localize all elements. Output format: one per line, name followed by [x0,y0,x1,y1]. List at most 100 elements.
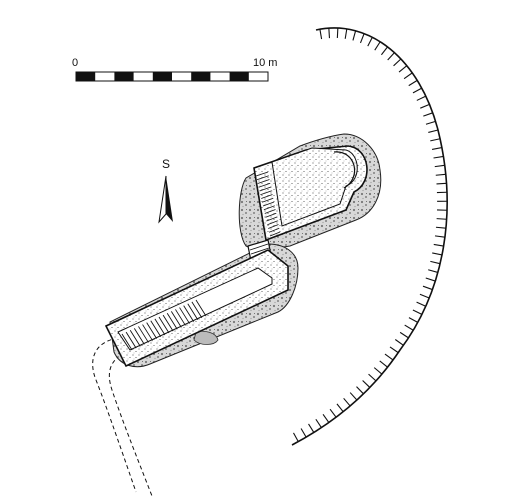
stair-tread [269,231,281,237]
stair-tread [257,179,270,184]
stair-tread [146,322,158,339]
hachure-mark [436,218,447,220]
hachure-mark [435,226,446,229]
hachure-mark [328,28,331,39]
stair-tread [250,247,270,255]
hachure-mark [420,103,430,109]
hachure-mark [336,403,344,413]
stair-tread [263,205,275,211]
stair-tread [259,186,272,192]
hachure-mark [416,301,426,307]
stair-tread [249,243,269,251]
orientation-label: S [162,157,170,171]
stair-tread [256,175,269,181]
hachure-mark [384,353,394,361]
hachure-mark [422,285,433,291]
hachure-mark [433,155,444,159]
stair-tread [261,194,273,199]
stair-tread [175,309,186,326]
hachure-mark [393,58,402,67]
hachure-mark [343,397,351,407]
stair-tread [170,311,182,328]
hachure-mark [319,29,323,40]
hachure-mark [419,293,430,299]
hachure-mark [308,423,315,433]
hachure-mark [425,277,436,282]
hachure-mark [368,373,377,382]
hachure-mark [434,235,445,238]
passage-stairs [121,299,207,351]
hachure-mark [432,252,443,256]
hachure-mark [416,95,427,101]
hachure-mark [349,392,358,401]
scale-segment [229,72,249,81]
hachure-mark [362,380,371,388]
terrain-escarpment [291,27,448,446]
scale-segment [76,72,96,81]
scale-bar-segments [76,72,249,81]
escarpment-hachures [293,28,448,442]
stair-tread [260,190,272,196]
scale-segment [152,72,172,81]
stair-tread [187,303,199,321]
hachure-mark [352,30,357,41]
stair-tread [142,324,153,341]
hachure-mark [356,386,364,395]
stair-tread [166,312,178,330]
orientation-arrow: S [158,157,173,224]
access-path [92,337,153,497]
hachure-mark [293,432,299,442]
hachure-mark [423,112,433,117]
hachure-mark [428,129,439,133]
hachure-mark [374,41,381,51]
hachure-mark [435,173,446,176]
hachure-mark [434,164,445,168]
hachure-mark [430,138,441,142]
stair-tread [162,314,174,332]
stair-tread [191,301,203,319]
stair-tread [183,305,195,322]
stair-tread [129,329,141,347]
hachure-mark [412,309,423,315]
stair-tread [138,326,149,343]
hachure-mark [380,46,388,56]
passage-corridor [104,249,289,368]
scale-label-end: 10 m [253,57,277,69]
hachure-mark [344,28,348,39]
hachure-mark [436,182,447,185]
hachure-mark [404,324,414,331]
stair-tread [268,227,280,233]
hachure-mark [329,408,337,418]
stair-tread [264,209,276,214]
stair-tread [258,182,271,188]
hachure-mark [425,120,436,125]
hachure-mark [403,72,413,80]
hachure-mark [394,339,404,346]
hachure-mark [359,33,365,44]
stair-tread [265,212,277,218]
scale-label-start: 0 [72,57,78,69]
hachure-mark [433,243,444,247]
stair-tread [267,220,278,226]
stair-tread [125,331,137,349]
hachure-mark [389,346,399,354]
stair-tread [150,320,162,338]
stair-tread [121,333,133,351]
hachure-mark [398,65,408,73]
hachure-mark [399,331,409,339]
scale-segment [114,72,134,81]
stair-tread [195,299,207,317]
hachure-mark [431,147,442,150]
stair-tread [255,171,269,177]
scale-segment [191,72,211,81]
upper-chamber [253,145,368,242]
stair-tread [158,316,170,334]
hachure-mark [379,360,388,368]
stair-tread [268,224,279,229]
hachure-mark [315,418,322,428]
hachure-mark [387,52,395,61]
stair-tread [133,328,145,345]
hachure-mark [300,428,307,438]
hachure-mark [373,367,383,375]
